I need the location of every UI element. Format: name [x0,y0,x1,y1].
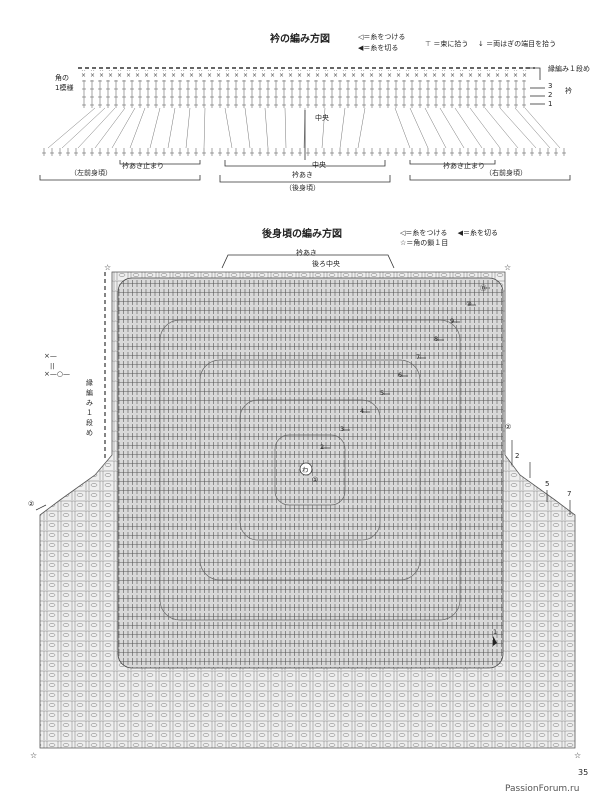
collar-x-row [80,70,530,78]
legend-bundle-wrap: ⊤ ＝束に拾う [425,39,468,50]
bb-legend-cut: ◀＝糸を切る [457,229,499,237]
side-2-label: 2 [515,452,520,460]
bb-legend-star: ☆＝角の鎖１目 [400,239,449,247]
collar-title: 衿の編み方図 [270,34,330,45]
legend-cut: ◀＝糸を切る [358,44,399,52]
left-front-label: （左前身頃） [70,169,112,177]
opening-stop-left-label: 衿あき止まり [122,162,164,170]
bb-edge-row-label: 縁編み１段め [86,379,93,437]
round-9-label: 9 [450,317,455,325]
collar-legend: ◁＝糸をつける ◀＝糸を切る [358,32,405,54]
round-4-label: 4 [360,407,365,415]
round-5-label: 5 [380,389,385,397]
bb-back-center-label: 後ろ中央 [312,260,340,268]
legend-attach: ◁＝糸をつける [358,33,406,41]
svg-text:☆: ☆ [574,751,581,760]
side-5-label: 5 [545,480,550,488]
stitch-key-top: ×— [44,352,57,360]
collar-side-label: 衿 [565,87,572,95]
opening-label: 衿あき [292,171,313,179]
ring-label: わ [302,466,309,474]
round-6-label: 6 [398,371,403,379]
row-2-label: 2 [548,91,553,99]
bundle-symbol-icon: ⊤ [425,40,432,48]
svg-text:☆: ☆ [104,263,111,272]
svg-text:☆: ☆ [504,263,511,272]
legend-split-wrap: ↓ ＝両はぎの端目を拾う [478,39,556,50]
center-bottom-label: 中央 [312,161,326,169]
back-label: （後身頃） [285,184,320,192]
round-7-label: 7 [416,353,421,361]
ring-icon [299,462,313,476]
opening-stop-right-label: 衿あき止まり [443,162,485,170]
concentric-rounds [159,319,461,621]
right-side-2-circled: ② [505,423,512,431]
round-10-label: ⑩ [466,300,472,308]
legend-bundle: ＝束に拾う [433,40,469,48]
round-3-label: 3 [340,425,345,433]
bb-legend-attach: ◁＝糸をつける [400,229,448,237]
stitch-key-bottom: ×—○— [44,370,70,378]
stitch-key-eq: || [50,362,55,370]
round-11-label: ⑪ [480,284,487,292]
bottom-1-label: 1 [493,628,498,636]
corner-star-icons: ☆ ☆ ☆ ☆ [30,263,581,760]
legend-split: ＝両はぎの端目を拾う [486,40,557,48]
down-arrow-icon: ↓ [478,40,484,48]
round-2-label: 2 [320,443,325,451]
left-side-2-circled: ② [28,500,35,508]
round-8-label: 8 [434,335,439,343]
page-number: 35 [578,768,589,777]
corner-label: 角の 1模様 [55,74,74,92]
svg-text:☆: ☆ [30,751,37,760]
center-label: 中央 [315,114,329,122]
collar-stitch-block [80,80,530,108]
collar-chart: × [39,67,571,183]
watermark: PassionForum.ru [505,784,580,794]
start-marker-icon [493,636,497,646]
back-body-title: 後身頃の編み方図 [262,229,342,240]
back-body-legend: ◁＝糸をつける ◀＝糸を切る ☆＝角の鎖１目 [400,228,498,248]
row-3-label: 3 [548,82,553,90]
start-round-label: ① [312,476,319,484]
row-1-label: 1 [548,100,553,108]
collar-fan-lines [47,107,561,149]
round-arrows [322,287,490,449]
right-front-label: （右前身頃） [485,169,527,177]
bb-opening-label: 衿あき [296,249,317,257]
side-7-label: 7 [567,490,572,498]
collar-edge-row-label: 縁編み１段め [548,65,590,73]
